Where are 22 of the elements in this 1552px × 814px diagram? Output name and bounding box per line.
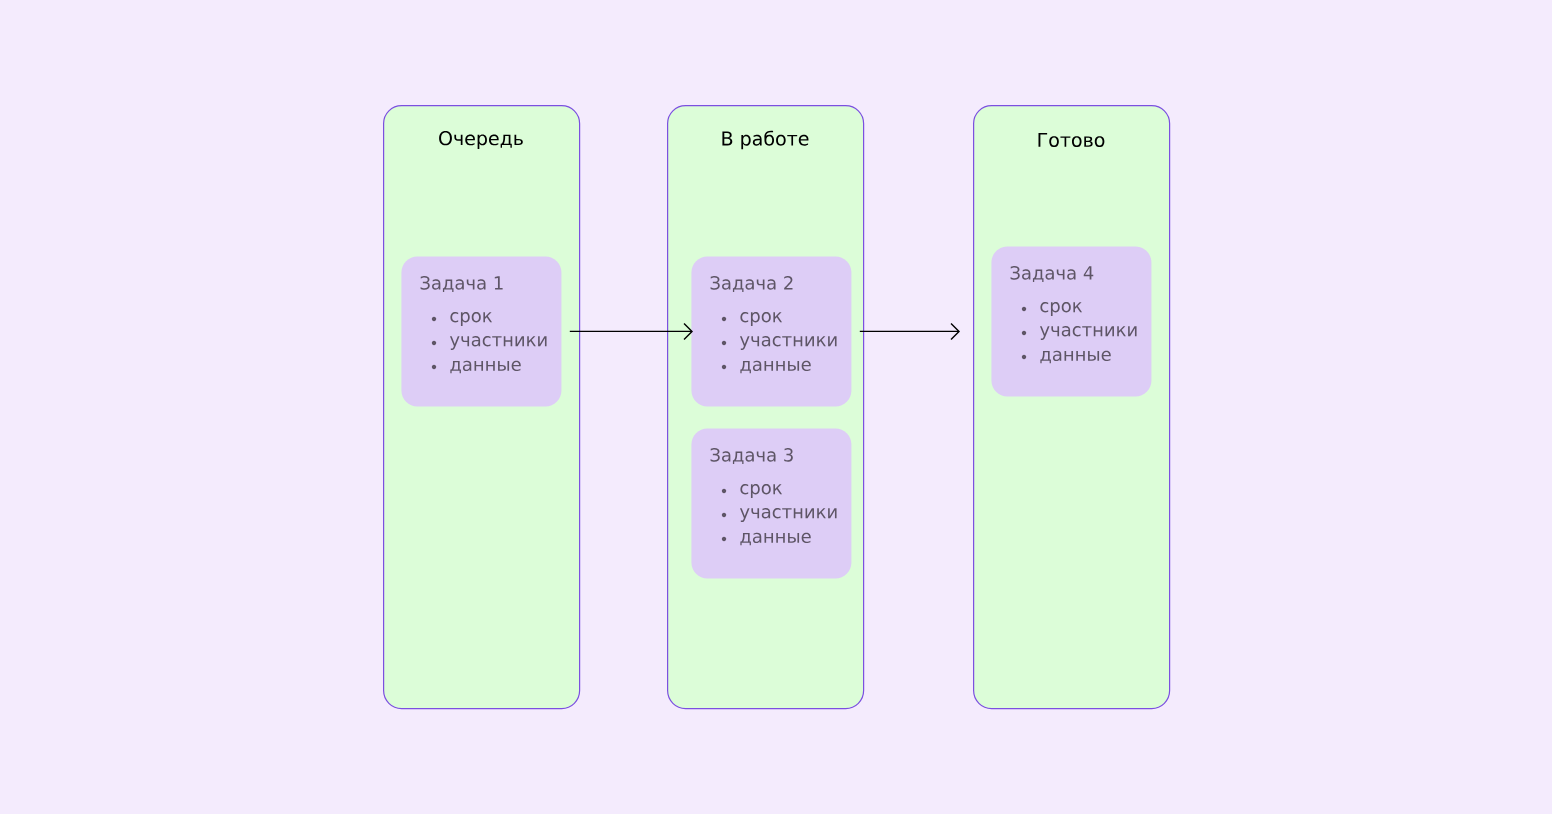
card-title: Задача 3: [710, 448, 793, 464]
list-item: срок: [450, 312, 493, 326]
list-item: участники: [1039, 326, 1137, 340]
list-item: срок: [740, 484, 783, 498]
list-item: данные: [1040, 350, 1111, 364]
task-card: [401, 256, 562, 407]
list-item: участники: [449, 336, 547, 350]
arrow: [859, 322, 960, 341]
card-title: Задача 1: [420, 276, 503, 292]
list-item: участники: [739, 336, 837, 350]
list-item: данные: [450, 360, 521, 374]
list-item: срок: [1040, 302, 1083, 316]
list-item: срок: [740, 312, 783, 326]
list-item: данные: [740, 360, 811, 374]
list-item: данные: [740, 532, 811, 546]
card-title: Задача 2: [710, 276, 793, 292]
task-card: [991, 246, 1152, 397]
list-item: участники: [739, 508, 837, 522]
task-card: [691, 428, 852, 579]
task-card: [691, 256, 852, 407]
card-title: Задача 4: [1010, 266, 1094, 282]
arrow: [569, 322, 693, 341]
